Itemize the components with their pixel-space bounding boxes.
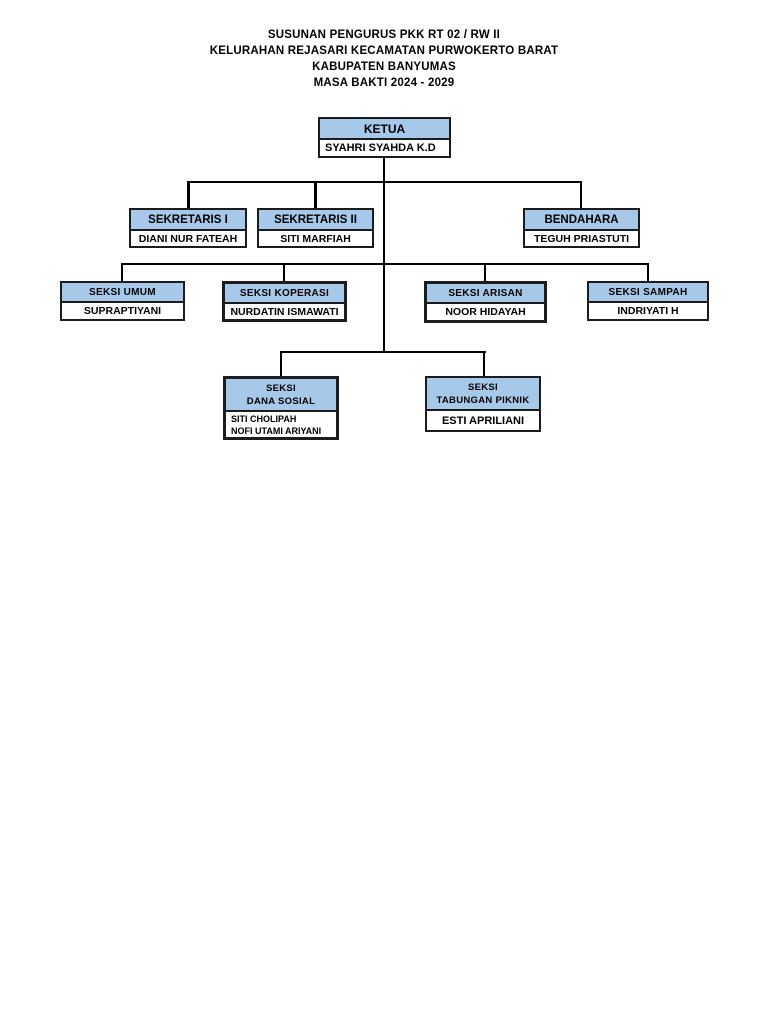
org-node-seksi-tabungan-piknik: SEKSI TABUNGAN PIKNIK ESTI APRILIANI [425, 376, 541, 432]
node-title-line-2: DANA SOSIAL [246, 395, 316, 407]
org-node-bendahara: BENDAHARA TEGUH PRIASTUTI [523, 208, 640, 248]
node-title-bar: SEKSI DANA SOSIAL [226, 379, 336, 412]
node-title: SEKRETARIS I [148, 213, 228, 226]
node-title-line-2: TABUNGAN PIKNIK [436, 394, 530, 406]
node-title-bar: SEKRETARIS I [131, 210, 245, 231]
node-member: ESTI APRILIANI [441, 414, 525, 427]
node-members: TEGUH PRIASTUTI [525, 231, 638, 246]
node-members: SUPRAPTIYANI [62, 303, 183, 319]
node-members: SITI CHOLIPAH NOFI UTAMI ARIYANI [226, 412, 336, 437]
connector-drop-tabungan-piknik [483, 351, 485, 376]
node-member: SITI CHOLIPAH [231, 413, 297, 424]
node-title: BENDAHARA [544, 213, 619, 226]
node-members: INDRIYATI H [589, 303, 707, 319]
node-title: KETUA [363, 121, 406, 136]
org-node-seksi-koperasi: SEKSI KOPERASI NURDATIN ISMAWATI [222, 281, 347, 322]
node-title-line-1: SEKSI [265, 382, 296, 394]
connector-drop-seksi-sampah [647, 263, 649, 281]
org-node-seksi-umum: SEKSI UMUM SUPRAPTIYANI [60, 281, 185, 321]
connector-rail-row2 [187, 181, 582, 183]
node-title-bar: SEKSI SAMPAH [589, 283, 707, 303]
node-title-bar: SEKSI UMUM [62, 283, 183, 303]
node-title: SEKSI KOPERASI [239, 287, 330, 299]
node-members: ESTI APRILIANI [427, 411, 539, 430]
node-member: NOFI UTAMI ARIYANI [231, 425, 322, 436]
org-node-seksi-dana-sosial: SEKSI DANA SOSIAL SITI CHOLIPAH NOFI UTA… [223, 376, 339, 440]
node-members: SYAHRI SYAHDA K.D [320, 140, 449, 156]
node-title: SEKSI UMUM [89, 286, 156, 298]
connector-drop-seksi-umum [121, 263, 123, 281]
connector-drop-bendahara [580, 181, 582, 208]
node-title-bar: BENDAHARA [525, 210, 638, 231]
org-node-sekretaris-ii: SEKRETARIS II SITI MARFIAH [257, 208, 374, 248]
connector-ketua-vertical [383, 157, 385, 353]
org-node-sekretaris-i: SEKRETARIS I DIANI NUR FATEAH [129, 208, 247, 248]
connector-drop-seksi-arisan [484, 263, 486, 281]
connector-rail-row3 [121, 263, 649, 265]
node-member: SITI MARFIAH [280, 232, 351, 245]
node-member: NURDATIN ISMAWATI [230, 305, 339, 318]
node-title-bar: SEKRETARIS II [259, 210, 372, 231]
title-line-4: MASA BAKTI 2024 - 2029 [313, 77, 455, 89]
org-node-seksi-arisan: SEKSI ARISAN NOOR HIDAYAH [424, 281, 547, 323]
connector-drop-seksi-koperasi [283, 263, 285, 281]
node-title-bar: SEKSI KOPERASI [225, 284, 344, 304]
connector-drop-sekretaris-i [187, 181, 190, 208]
connector-rail-row4 [280, 351, 486, 353]
org-node-seksi-sampah: SEKSI SAMPAH INDRIYATI H [587, 281, 709, 321]
org-node-ketua: KETUA SYAHRI SYAHDA K.D [318, 117, 451, 158]
node-member: SUPRAPTIYANI [83, 305, 162, 317]
node-member: NOOR HIDAYAH [445, 306, 526, 318]
node-title-bar: KETUA [320, 119, 449, 140]
node-title: SEKSI SAMPAH [608, 286, 688, 298]
node-members: NURDATIN ISMAWATI [225, 304, 344, 319]
node-title: SEKRETARIS II [274, 213, 357, 226]
node-members: NOOR HIDAYAH [427, 304, 544, 320]
node-member: DIANI NUR FATEAH [138, 232, 238, 245]
node-member: INDRIYATI H [617, 305, 679, 317]
node-title-line-1: SEKSI [467, 381, 498, 393]
node-member: TEGUH PRIASTUTI [533, 232, 630, 245]
node-member: SYAHRI SYAHDA K.D [325, 142, 436, 154]
document-title: SUSUNAN PENGURUS PKK RT 02 / RW II KELUR… [0, 27, 768, 91]
node-title: SEKSI ARISAN [448, 287, 523, 299]
title-line-1: SUSUNAN PENGURUS PKK RT 02 / RW II [267, 29, 501, 41]
node-title-bar: SEKSI TABUNGAN PIKNIK [427, 378, 539, 411]
node-members: DIANI NUR FATEAH [131, 231, 245, 246]
node-title-bar: SEKSI ARISAN [427, 284, 544, 304]
connector-drop-dana-sosial [280, 351, 282, 376]
node-members: SITI MARFIAH [259, 231, 372, 246]
title-line-3: KABUPATEN BANYUMAS [312, 61, 456, 73]
connector-drop-sekretaris-ii [314, 181, 317, 208]
title-line-2: KELURAHAN REJASARI KECAMATAN PURWOKERTO … [209, 45, 559, 57]
